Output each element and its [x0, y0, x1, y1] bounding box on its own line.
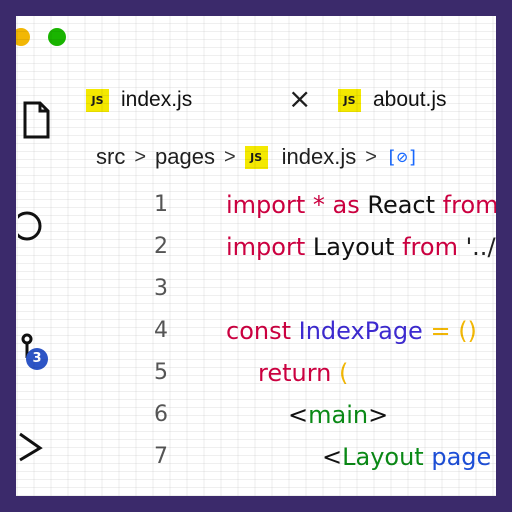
code-line: 4 const IndexPage = (): [126, 310, 496, 352]
code-content[interactable]: import * as React from: [226, 184, 496, 226]
tag-name-token: Layout: [342, 443, 424, 471]
keyword-token: return: [258, 359, 332, 387]
function-name-token: IndexPage: [291, 317, 431, 345]
punctuation-token: (): [450, 317, 477, 345]
line-number: 1: [154, 192, 168, 217]
attribute-token: page: [423, 443, 492, 471]
editor-tabs: JS index.js × JS about.js: [86, 78, 496, 122]
code-line: 6 <main>: [126, 394, 496, 436]
minimize-window-button[interactable]: [16, 28, 30, 46]
keyword-token: from: [402, 233, 458, 261]
code-content[interactable]: return (: [258, 352, 348, 394]
breadcrumb-src[interactable]: src: [96, 144, 126, 169]
tag-bracket-token: >: [368, 401, 389, 429]
code-line: 3: [126, 268, 496, 310]
file-icon[interactable]: [18, 100, 52, 140]
keyword-token: import: [226, 233, 306, 261]
search-icon[interactable]: [18, 206, 52, 246]
line-number: 6: [154, 402, 168, 427]
line-number: 7: [154, 444, 168, 469]
tab-label: index.js: [121, 88, 193, 111]
code-editor[interactable]: 1 import * as React from 2 import Layout…: [126, 184, 496, 496]
line-number: 3: [154, 276, 168, 301]
close-icon[interactable]: ×: [288, 82, 312, 115]
breadcrumb-separator: >: [365, 145, 377, 168]
javascript-file-icon: JS: [86, 88, 109, 112]
source-control-badge: 3: [26, 348, 48, 370]
keyword-token: from: [442, 191, 496, 219]
punctuation-token: (: [331, 359, 349, 387]
keyword-token: import: [226, 191, 306, 219]
code-line: 1 import * as React from: [126, 184, 496, 226]
keyword-token: as: [332, 191, 360, 219]
code-content[interactable]: const IndexPage = (): [226, 310, 477, 352]
title-bar: [16, 16, 496, 60]
maximize-window-button[interactable]: [48, 28, 66, 46]
symbol-icon[interactable]: [⊘]: [385, 146, 419, 168]
code-line: 7 <Layout page: [126, 436, 496, 478]
string-token: '../: [457, 233, 496, 261]
line-number: 5: [154, 360, 168, 385]
identifier-token: Layout: [305, 233, 403, 261]
code-content[interactable]: import Layout from '../: [226, 226, 496, 268]
activity-bar: 3: [16, 60, 70, 496]
tag-bracket-token: <: [288, 401, 309, 429]
breadcrumb: src > pages > JS index.js > [⊘]: [96, 140, 496, 174]
code-line: 5 return (: [126, 352, 496, 394]
tab-about-js[interactable]: JS about.js: [338, 78, 447, 122]
breadcrumb-separator: >: [223, 145, 236, 168]
javascript-file-icon: JS: [244, 145, 268, 169]
operator-token: =: [430, 317, 451, 345]
code-content[interactable]: <main>: [288, 394, 388, 436]
tag-bracket-token: <: [322, 443, 343, 471]
line-number: 4: [154, 318, 168, 343]
keyword-token: const: [226, 317, 292, 345]
line-number: 2: [154, 234, 168, 259]
identifier-token: React: [359, 191, 443, 219]
code-content[interactable]: <Layout page: [322, 436, 491, 478]
debug-icon[interactable]: [18, 426, 52, 466]
javascript-file-icon: JS: [338, 88, 361, 112]
breadcrumb-pages[interactable]: pages: [155, 144, 215, 169]
breadcrumb-separator: >: [134, 145, 147, 168]
tab-index-js[interactable]: JS index.js: [86, 78, 192, 122]
code-line: 2 import Layout from '../: [126, 226, 496, 268]
tab-label: about.js: [373, 88, 447, 111]
tag-name-token: main: [308, 401, 369, 429]
operator-token: *: [305, 191, 333, 219]
breadcrumb-index-js[interactable]: index.js: [281, 144, 357, 169]
